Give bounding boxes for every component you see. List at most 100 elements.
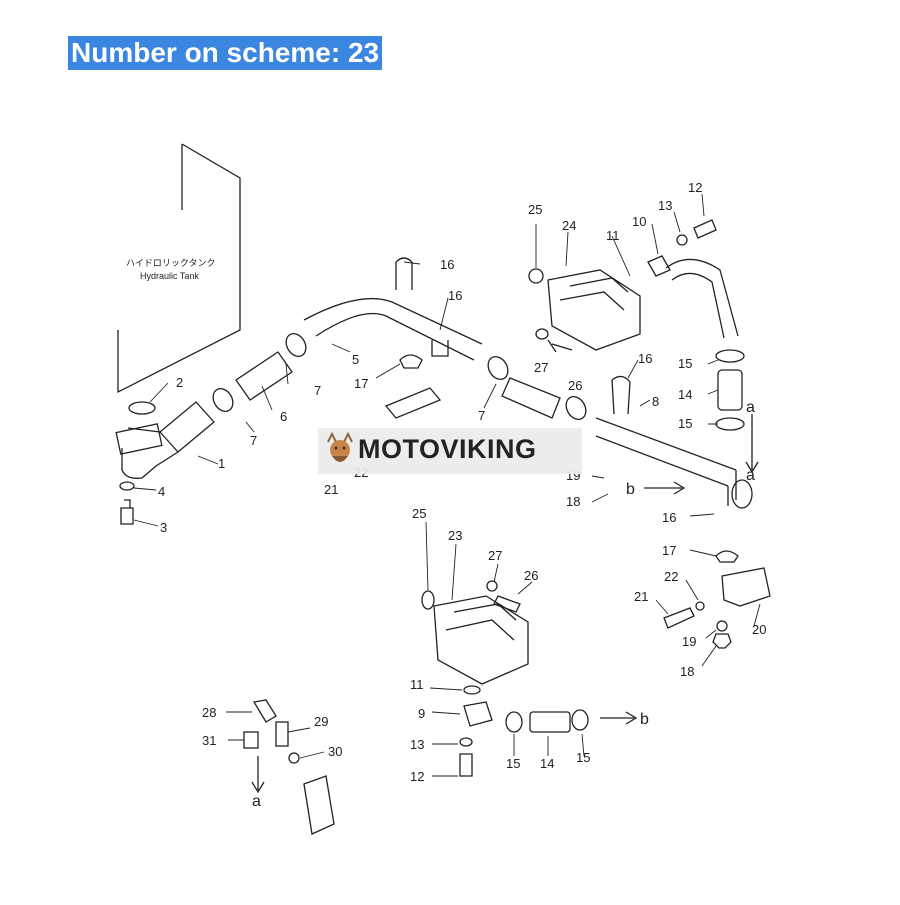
part-15-clamp — [715, 349, 745, 363]
callout-23: 23 — [448, 528, 462, 543]
callout-21: 21 — [634, 589, 648, 604]
callout-5: 5 — [352, 352, 359, 367]
callout-24: 24 — [562, 218, 576, 233]
callout-15: 15 — [576, 750, 590, 765]
leader-lines — [133, 193, 761, 777]
callout-26: 26 — [568, 378, 582, 393]
part-8-pipe — [595, 417, 737, 506]
arrow-label-a: a — [746, 399, 755, 416]
part-18-nut — [712, 633, 732, 649]
callout-9: 9 — [418, 706, 425, 721]
part-7-clamp — [487, 356, 509, 380]
callout-25: 25 — [412, 506, 426, 521]
part-13-washer — [676, 234, 688, 246]
part-5-pipe — [303, 297, 483, 361]
callout-14: 14 — [540, 756, 554, 771]
viking-logo-icon — [327, 432, 353, 462]
part-15-clamp — [505, 711, 523, 733]
part-21-bolt — [663, 607, 695, 629]
scheme-number-banner: Number on scheme: 23 — [68, 36, 383, 70]
part-28-elbow — [252, 699, 277, 723]
callout-31: 31 — [202, 733, 216, 748]
part-17-cushion — [715, 550, 739, 563]
tank-label-en: Hydraulic Tank — [140, 271, 199, 281]
part-8-port — [731, 479, 753, 509]
part-16-clip — [611, 375, 631, 415]
arrow-b-bottom — [600, 711, 638, 725]
watermark: MOTOVIKING — [318, 428, 582, 474]
callout-16: 16 — [448, 288, 462, 303]
callout-18: 18 — [680, 664, 694, 679]
valve-block — [303, 775, 335, 835]
arrow-label-b: b — [640, 711, 649, 728]
part-7-clamp — [285, 333, 307, 357]
part-17-cushion — [399, 354, 423, 369]
part-6-hose — [235, 351, 293, 401]
callout-20: 20 — [752, 622, 766, 637]
part-15-clamp — [571, 709, 589, 731]
callout-4: 4 — [158, 484, 165, 499]
part-14-hose — [717, 369, 743, 411]
part-11-oring — [463, 685, 481, 695]
part-23-pump — [433, 595, 529, 685]
part-26-bolt — [493, 595, 521, 613]
callout-2: 2 — [176, 375, 183, 390]
callout-10: 10 — [632, 214, 646, 229]
part-7-clamp — [565, 396, 587, 420]
part-3-bolt — [120, 499, 134, 525]
part-9-elbow — [463, 701, 493, 727]
callout-27: 27 — [488, 548, 502, 563]
part-4-washer — [119, 481, 135, 491]
arrow-label-a: a — [746, 467, 755, 484]
part-20-bracket — [721, 567, 771, 607]
part-7-clamp — [212, 388, 234, 412]
callout-17: 17 — [354, 376, 368, 391]
callout-17: 17 — [662, 543, 676, 558]
part-12-bolt — [459, 753, 473, 777]
part-2-oring — [128, 401, 156, 415]
part-20-bracket — [384, 387, 442, 419]
callout-25: 25 — [528, 202, 542, 217]
part-15-clamp — [715, 417, 745, 431]
callout-3: 3 — [160, 520, 167, 535]
part-9-elbow — [647, 255, 671, 277]
callout-16: 16 — [662, 510, 676, 525]
upper-pipe — [665, 258, 739, 339]
callout-29: 29 — [314, 714, 328, 729]
callout-15: 15 — [678, 356, 692, 371]
part-12-bolt — [693, 219, 717, 239]
part-25-oring — [528, 268, 544, 284]
callout-8: 8 — [652, 394, 659, 409]
callout-21: 21 — [324, 482, 338, 497]
callout-13: 13 — [410, 737, 424, 752]
part-25-oring — [421, 590, 435, 610]
arrow-b-center — [644, 481, 686, 495]
arrow-label-a: a — [252, 793, 261, 810]
part-16-clip — [431, 340, 449, 357]
part-26-bolt — [547, 339, 573, 353]
part-31-fitting — [243, 731, 259, 749]
callout-30: 30 — [328, 744, 342, 759]
part-14-hose — [529, 711, 571, 733]
callout-16: 16 — [638, 351, 652, 366]
callout-26: 26 — [524, 568, 538, 583]
part-13-washer — [459, 737, 473, 747]
arrow-label-b: b — [626, 481, 635, 498]
callout-16: 16 — [440, 257, 454, 272]
part-16-clip — [395, 257, 413, 290]
watermark-text: MOTOVIKING — [358, 434, 537, 464]
callout-7: 7 — [314, 383, 321, 398]
callout-7: 7 — [478, 408, 485, 423]
part-6-hose — [501, 377, 561, 419]
callout-27: 27 — [534, 360, 548, 375]
callout-28: 28 — [202, 705, 216, 720]
callout-14: 14 — [678, 387, 692, 402]
part-22-washer — [695, 601, 705, 611]
callout-19: 19 — [682, 634, 696, 649]
arrow-a-right — [745, 414, 759, 474]
callout-12: 12 — [688, 180, 702, 195]
callout-11: 11 — [606, 228, 620, 243]
part-27-ring — [535, 328, 549, 340]
